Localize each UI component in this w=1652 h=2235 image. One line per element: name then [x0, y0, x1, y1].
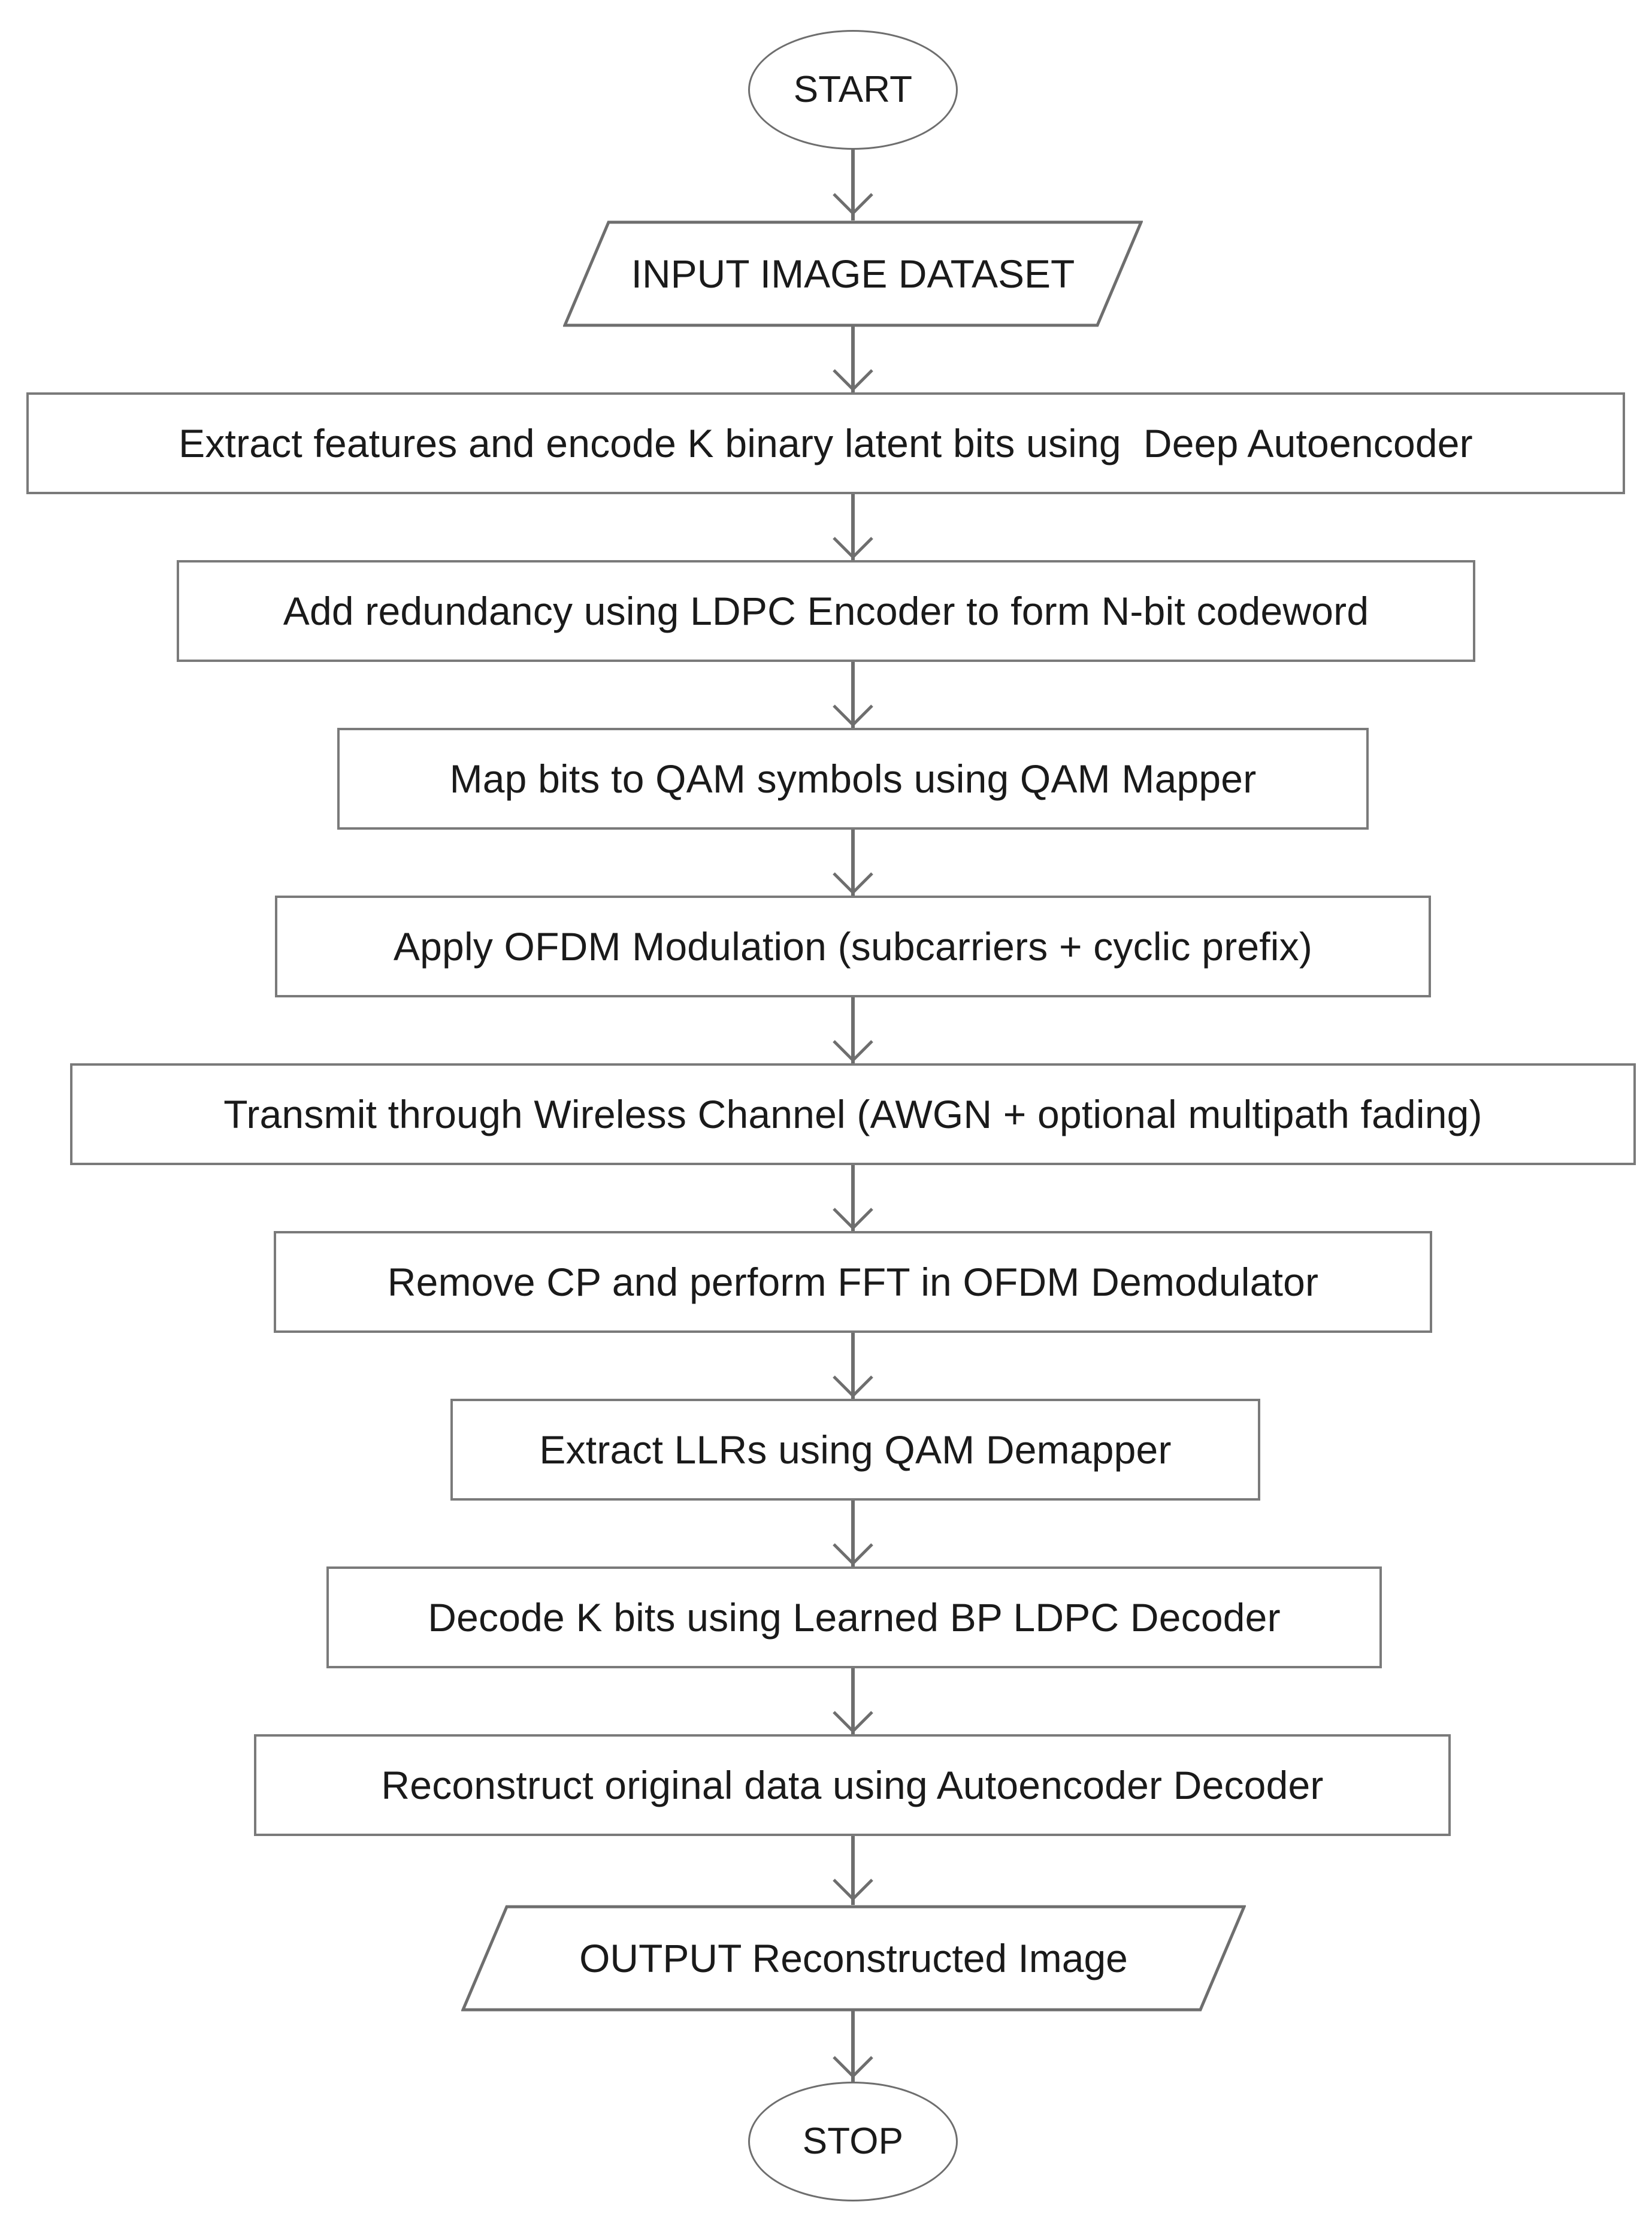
node-stop-label: STOP: [802, 2120, 904, 2162]
edge-start-to-input: [829, 146, 877, 220]
node-ldpc-decode-label: Decode K bits using Learned BP LDPC Deco…: [428, 1595, 1281, 1640]
edge-channel-to-ofdmdemod: [829, 1161, 877, 1234]
node-qam-demap[interactable]: Extract LLRs using QAM Demapper: [450, 1399, 1260, 1501]
node-qam-map-label: Map bits to QAM symbols using QAM Mapper: [449, 756, 1257, 801]
edge-qamdemap-to-ldpcdecode: [829, 1496, 877, 1569]
node-ldpc-decode[interactable]: Decode K bits using Learned BP LDPC Deco…: [326, 1566, 1382, 1668]
edge-input-to-encode: [829, 323, 877, 395]
node-reconstruct[interactable]: Reconstruct original data using Autoenco…: [254, 1734, 1451, 1836]
node-input[interactable]: INPUT IMAGE DATASET: [563, 220, 1143, 327]
node-ofdm-mod[interactable]: Apply OFDM Modulation (subcarriers + cyc…: [275, 896, 1431, 997]
edge-qammap-to-ofdmmod: [829, 825, 877, 899]
node-ofdm-mod-label: Apply OFDM Modulation (subcarriers + cyc…: [393, 924, 1313, 969]
node-qam-map[interactable]: Map bits to QAM symbols using QAM Mapper: [337, 728, 1369, 830]
node-encode[interactable]: Extract features and encode K binary lat…: [26, 392, 1625, 494]
node-start-label: START: [793, 68, 913, 110]
node-output-label: OUTPUT Reconstructed Image: [579, 1936, 1128, 1980]
node-channel-label: Transmit through Wireless Channel (AWGN …: [223, 1091, 1482, 1136]
node-start[interactable]: START: [748, 30, 958, 150]
edge-output-to-stop: [829, 2008, 877, 2085]
node-qam-demap-label: Extract LLRs using QAM Demapper: [539, 1427, 1172, 1472]
edge-ofdmmod-to-channel: [829, 993, 877, 1066]
node-ldpc-encode-label: Add redundancy using LDPC Encoder to for…: [283, 588, 1369, 633]
node-input-label: INPUT IMAGE DATASET: [631, 252, 1075, 296]
edge-ldpcdecode-to-reconstruct: [829, 1664, 877, 1737]
node-output[interactable]: OUTPUT Reconstructed Image: [461, 1905, 1246, 2012]
edge-encode-to-ldpcencode: [829, 490, 877, 563]
node-ldpc-encode[interactable]: Add redundancy using LDPC Encoder to for…: [177, 560, 1475, 662]
parallelogram-shape-output: [461, 1905, 1246, 2012]
edge-reconstruct-to-output: [829, 1832, 877, 1905]
node-encode-label: Extract features and encode K binary lat…: [178, 421, 1473, 465]
node-stop[interactable]: STOP: [748, 2082, 958, 2201]
node-reconstruct-label: Reconstruct original data using Autoenco…: [381, 1762, 1324, 1807]
parallelogram-shape-input: [563, 220, 1143, 327]
edge-ldpcencode-to-qammap: [829, 658, 877, 731]
node-channel[interactable]: Transmit through Wireless Channel (AWGN …: [70, 1063, 1636, 1165]
node-ofdm-demod[interactable]: Remove CP and perform FFT in OFDM Demodu…: [274, 1231, 1432, 1333]
node-ofdm-demod-label: Remove CP and perform FFT in OFDM Demodu…: [387, 1259, 1319, 1304]
edge-ofdmdemod-to-qamdemap: [829, 1329, 877, 1402]
